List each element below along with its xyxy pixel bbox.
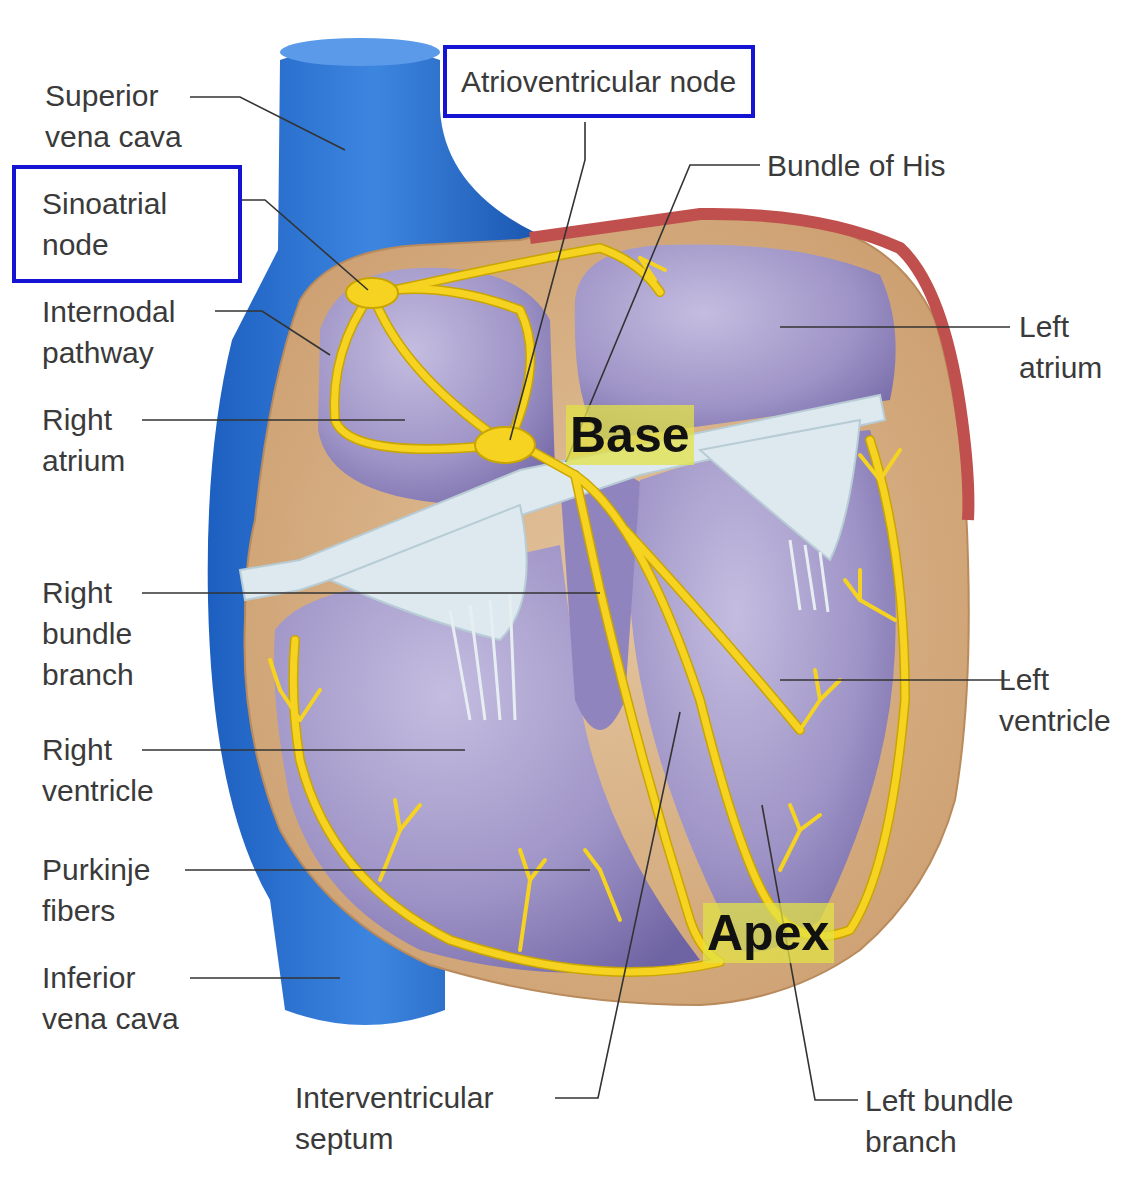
part-label: Superior vena cava	[45, 75, 210, 157]
part-label: Right ventricle	[42, 729, 192, 811]
region-highlight: Base	[566, 405, 694, 465]
part-label: Inferior vena cava	[42, 957, 207, 1039]
region-highlight: Apex	[703, 903, 834, 963]
node-label: Apex	[707, 905, 829, 961]
sa-node-box: Sinoatrial node	[12, 165, 242, 283]
part-label: Right atrium	[42, 399, 192, 481]
part-label: Interventricular septum	[295, 1077, 550, 1159]
conduction-system	[270, 248, 905, 972]
heart-wall	[244, 216, 968, 1005]
part-label: Left atrium	[1019, 306, 1134, 388]
part-label: Left bundle branch	[865, 1080, 1065, 1162]
part-label: Internodal pathway	[42, 291, 217, 373]
node-label: Atrioventricular node	[461, 61, 736, 102]
part-label: Left ventricle	[999, 659, 1134, 741]
part-label: Bundle of His	[767, 145, 945, 186]
vessel-opening	[280, 38, 440, 66]
mitral-valve	[700, 420, 860, 560]
part-label: Purkinje fibers	[42, 849, 192, 931]
node-label: Sinoatrial node	[42, 183, 212, 265]
node-label: Base	[570, 407, 690, 463]
part-label: Right bundle branch	[42, 572, 192, 695]
leader-lines	[142, 97, 1010, 1100]
av-node-box: Atrioventricular node	[443, 45, 755, 118]
tricuspid-valve	[330, 505, 527, 640]
